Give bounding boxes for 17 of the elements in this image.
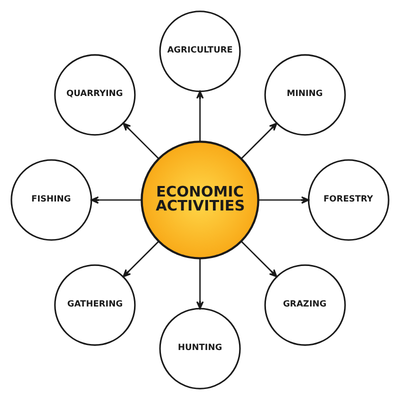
node-circle: FORESTRY xyxy=(308,159,390,241)
node-circle: QUARRYING xyxy=(54,54,136,136)
node-circle: GRAZING xyxy=(264,264,346,346)
arrow xyxy=(240,240,278,278)
node-circle: GATHERING xyxy=(54,264,136,346)
node-circle: MINING xyxy=(264,54,346,136)
arrow xyxy=(258,196,310,204)
arrow xyxy=(196,90,204,142)
node-circle: AGRICULTURE xyxy=(159,10,241,92)
node-circle: HUNTING xyxy=(159,308,241,390)
arrow xyxy=(240,122,278,160)
arrow xyxy=(90,196,142,204)
arrow xyxy=(122,122,160,160)
node-circle: FISHING xyxy=(10,159,92,241)
arrow xyxy=(196,258,204,310)
node-circle: ECONOMIC ACTIVITIES xyxy=(140,140,260,260)
arrow xyxy=(122,240,160,278)
